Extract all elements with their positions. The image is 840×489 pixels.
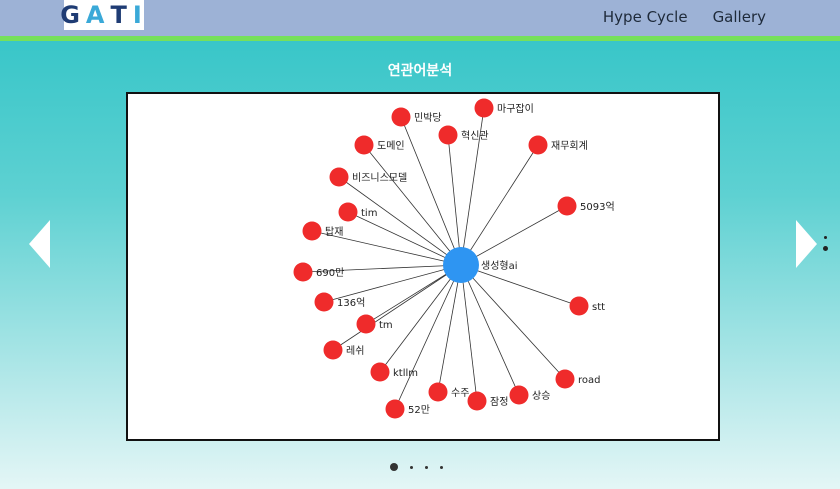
keyword-node[interactable] bbox=[329, 167, 349, 187]
keyword-node[interactable] bbox=[474, 98, 494, 118]
edge-line bbox=[365, 264, 462, 325]
keyword-node[interactable] bbox=[354, 135, 374, 155]
keyword-node[interactable] bbox=[385, 399, 405, 419]
keyword-label: 재무회계 bbox=[551, 140, 588, 152]
keyword-node[interactable] bbox=[467, 391, 487, 411]
keyword-node[interactable] bbox=[555, 369, 575, 389]
edge-line bbox=[338, 176, 462, 266]
logo-letter-a: A bbox=[85, 1, 111, 29]
keyword-node[interactable] bbox=[370, 362, 390, 382]
center-keyword-label: 생성형ai bbox=[481, 260, 518, 272]
keyword-node[interactable] bbox=[528, 135, 548, 155]
keyword-node[interactable] bbox=[323, 340, 343, 360]
keyword-node[interactable] bbox=[338, 202, 358, 222]
nav-hype-cycle[interactable]: Hype Cycle bbox=[602, 8, 688, 26]
edge-line bbox=[460, 264, 478, 402]
keyword-node[interactable] bbox=[557, 196, 577, 216]
edge-line bbox=[460, 264, 520, 396]
keyword-label: 비즈니스모델 bbox=[352, 172, 407, 184]
next-slide-arrow-icon[interactable] bbox=[796, 220, 817, 268]
keyword-label: 136억 bbox=[337, 297, 365, 309]
edge-line bbox=[447, 134, 462, 266]
keyword-label: ktllm bbox=[393, 368, 418, 379]
logo-letter-g: G bbox=[60, 1, 86, 29]
carousel-dot-4[interactable] bbox=[440, 465, 443, 469]
edge-line bbox=[460, 107, 485, 266]
carousel-dots bbox=[390, 463, 443, 471]
edge-line bbox=[460, 264, 580, 307]
keyword-node[interactable] bbox=[293, 262, 313, 282]
main-nav: Hype Cycle Gallery bbox=[603, 8, 766, 26]
keyword-label: 5093억 bbox=[580, 201, 615, 213]
keyword-node[interactable] bbox=[391, 107, 411, 127]
keyword-node[interactable] bbox=[428, 382, 448, 402]
edge-line bbox=[460, 205, 568, 266]
nav-gallery[interactable]: Gallery bbox=[712, 8, 766, 26]
keyword-label: 레쉬 bbox=[346, 345, 364, 357]
edge-line bbox=[379, 264, 462, 373]
carousel-dot-2[interactable] bbox=[410, 465, 413, 469]
edge-line bbox=[332, 264, 462, 351]
edge-line bbox=[323, 264, 462, 303]
side-dot bbox=[823, 246, 828, 251]
edge-line bbox=[363, 144, 462, 266]
keyword-label: 민박당 bbox=[414, 112, 442, 124]
keyword-node[interactable] bbox=[302, 221, 322, 241]
edge-line bbox=[347, 211, 462, 266]
edge-line bbox=[437, 264, 462, 393]
carousel-dot-1[interactable] bbox=[390, 463, 398, 471]
keyword-label: 도메인 bbox=[377, 140, 405, 152]
prev-slide-arrow-icon[interactable] bbox=[29, 220, 50, 268]
logo-letter-t: T bbox=[110, 1, 133, 29]
edge-line bbox=[460, 144, 539, 266]
carousel-dot-3[interactable] bbox=[425, 465, 428, 469]
header-accent-bar bbox=[0, 36, 840, 41]
keyword-label: 상승 bbox=[532, 390, 550, 402]
keyword-label: tim bbox=[361, 208, 377, 219]
keyword-label: 잠정 bbox=[490, 396, 508, 408]
side-dot-small bbox=[824, 236, 827, 239]
keyword-label: 수주 bbox=[451, 387, 469, 399]
edge-line bbox=[400, 116, 462, 266]
keyword-node[interactable] bbox=[356, 314, 376, 334]
top-header: G A T I Hype Cycle Gallery bbox=[0, 0, 840, 36]
edge-line bbox=[394, 264, 462, 410]
edge-line bbox=[311, 230, 462, 266]
keyword-node[interactable] bbox=[509, 385, 529, 405]
keyword-node[interactable] bbox=[569, 296, 589, 316]
center-keyword-node[interactable] bbox=[443, 247, 479, 283]
keyword-label: stt bbox=[592, 302, 605, 313]
edge-line bbox=[460, 264, 566, 380]
logo-letter-i: I bbox=[132, 1, 148, 29]
keyword-label: 52만 bbox=[408, 404, 430, 416]
keyword-label: 혁신관 bbox=[461, 130, 489, 142]
keyword-label: road bbox=[578, 375, 601, 386]
edge-line bbox=[302, 264, 462, 273]
keyword-label: 마구잡이 bbox=[497, 103, 534, 115]
keyword-node[interactable] bbox=[438, 125, 458, 145]
keyword-label: tm bbox=[379, 320, 393, 331]
keyword-label: 탑재 bbox=[325, 226, 343, 238]
gati-logo[interactable]: G A T I bbox=[60, 0, 144, 30]
section-title: 연관어분석 bbox=[387, 63, 453, 79]
keyword-label: 690만 bbox=[316, 267, 344, 279]
keyword-node[interactable] bbox=[314, 292, 334, 312]
